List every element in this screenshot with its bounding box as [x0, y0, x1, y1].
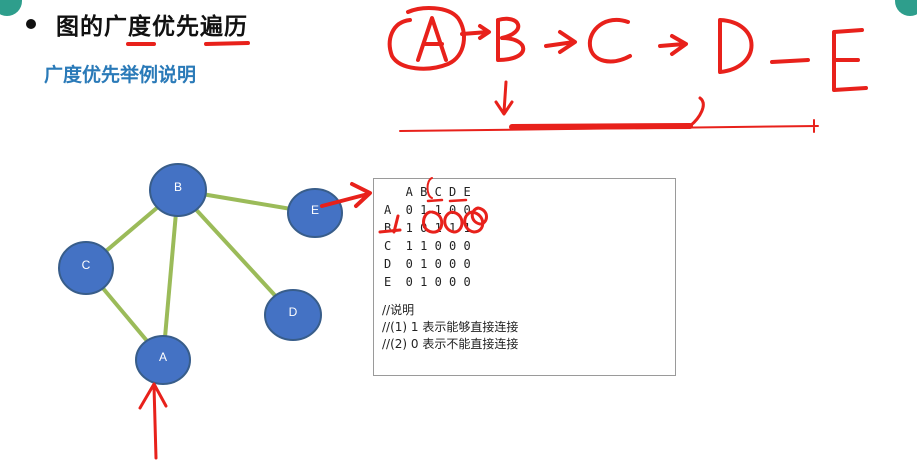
queue-marker-down-arrow	[494, 80, 514, 116]
handwritten-letter-a	[416, 16, 448, 62]
arrow-a-to-b	[460, 24, 491, 40]
graph-node-label: D	[289, 305, 298, 319]
title-row: 图的广度优先遍历	[26, 7, 248, 41]
corner-decoration-left	[0, 0, 22, 16]
arrow-into-e	[320, 182, 372, 208]
dash-d-to-e	[770, 58, 810, 64]
handwritten-letter-c	[587, 18, 632, 64]
graph-node-e: E	[287, 188, 343, 238]
matrix-mark-underline-c	[426, 198, 444, 203]
slide-title: 图的广度优先遍历	[56, 13, 248, 40]
arrow-b-to-c	[544, 30, 577, 54]
matrix-row: D 0 1 0 0 0	[384, 257, 471, 271]
matrix-mark-circle-3	[463, 210, 485, 234]
notes-heading: //说明	[382, 303, 415, 317]
graph-edge-a-b	[161, 189, 180, 361]
matrix-row: A B C D E	[384, 185, 471, 199]
slide-subtitle: 广度优先举例说明	[44, 64, 197, 86]
matrix-row: C 1 1 0 0 0	[384, 239, 471, 253]
graph-node-label: A	[159, 350, 167, 364]
graph-node-label: B	[174, 180, 182, 194]
matrix-mark-underline-d	[448, 198, 468, 203]
graph-node-b: B	[149, 163, 207, 217]
matrix-mark-b-row-underline	[378, 228, 402, 234]
notes-line-1: //(1) 1 表示能够直接连接	[382, 320, 519, 334]
graph-node-d: D	[264, 289, 322, 341]
handwritten-letter-e	[832, 28, 868, 92]
arrow-into-a	[138, 382, 168, 460]
graph-edge-b-d	[176, 188, 295, 317]
circle-around-a	[387, 6, 466, 71]
matrix-notes: //说明 //(1) 1 表示能够直接连接 //(2) 0 表示不能直接连接	[382, 302, 518, 353]
matrix-mark-circle-1	[422, 210, 444, 234]
matrix-mark-circle-4	[470, 206, 488, 226]
matrix-row: A 0 1 1 0 0	[384, 203, 471, 217]
handwritten-letter-b	[496, 16, 526, 62]
graph-node-c: C	[58, 241, 114, 295]
queue-thick-segment	[509, 123, 693, 130]
queue-marker-tick	[688, 96, 705, 128]
graph-node-label: E	[311, 203, 319, 217]
bullet-icon	[26, 19, 36, 29]
matrix-mark-b-row-tick	[392, 214, 400, 234]
arrow-c-to-d	[658, 34, 688, 56]
corner-decoration-right	[895, 0, 917, 16]
notes-line-2: //(2) 0 表示不能直接连接	[382, 337, 519, 351]
matrix-mark-c-column	[426, 177, 433, 199]
handwritten-letter-d	[718, 18, 754, 74]
matrix-row: E 0 1 0 0 0	[384, 275, 471, 289]
graph-node-a: A	[135, 335, 191, 385]
matrix-mark-circle-2	[443, 210, 464, 234]
title-underline-2	[204, 41, 250, 46]
graph-node-label: C	[82, 258, 91, 272]
